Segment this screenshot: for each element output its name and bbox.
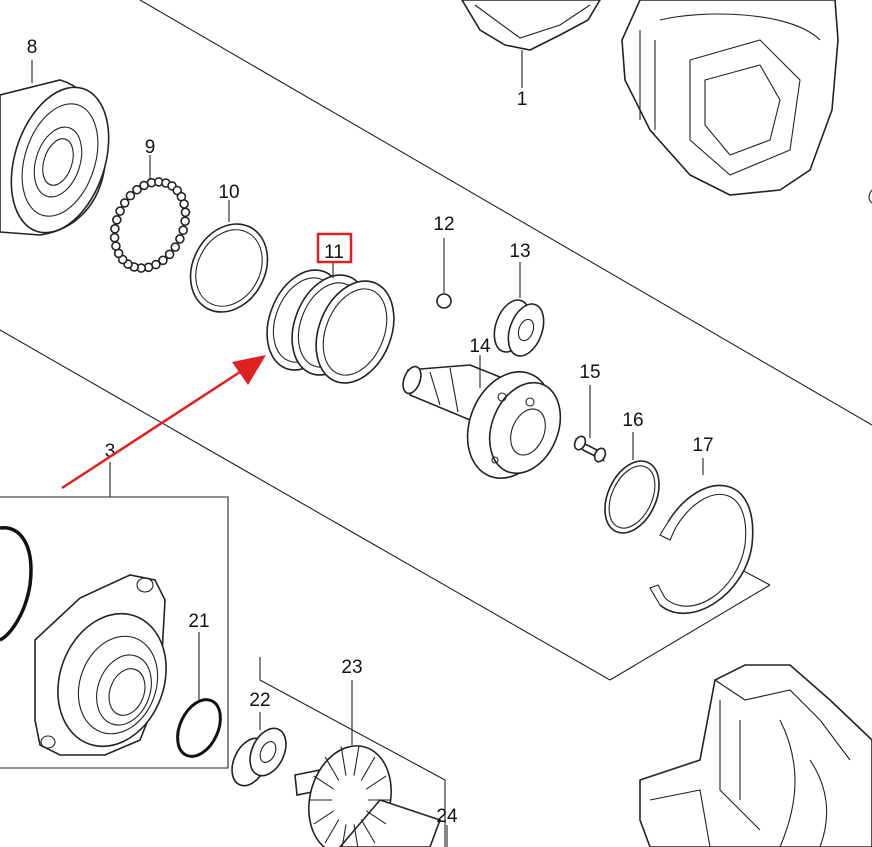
ball [110, 224, 120, 234]
label-1: 1 [517, 89, 528, 110]
label-22: 22 [249, 690, 270, 711]
pointer-arrow [61, 355, 266, 490]
ball [132, 184, 142, 195]
label-8: 8 [27, 37, 38, 58]
label-16: 16 [622, 410, 643, 431]
gear-tooth [313, 775, 335, 790]
gear-tooth [353, 824, 359, 847]
gear-tooth [324, 819, 340, 844]
gear-tooth [340, 746, 347, 776]
label-21: 21 [188, 611, 209, 632]
label-3: 3 [105, 441, 116, 462]
part-14-spindle [402, 355, 562, 479]
assembly-boundary-lines [0, 0, 872, 681]
ball [178, 225, 188, 235]
label-15: 15 [579, 362, 600, 383]
ball [180, 216, 190, 226]
gear-tooth [365, 775, 387, 790]
label-10: 10 [218, 182, 239, 203]
ball [179, 199, 189, 209]
part-1-housing [461, 0, 839, 196]
part-12-ball [436, 238, 452, 309]
label-11: 11 [324, 242, 344, 263]
part-15-pin [573, 385, 607, 463]
gear-tooth [313, 810, 335, 825]
gear-tooth [360, 819, 376, 844]
gear-tooth [341, 824, 347, 847]
part-22-bearing [231, 712, 287, 787]
label-14: 14 [469, 336, 491, 357]
part-13-small-bearing [493, 262, 545, 357]
ball [175, 234, 185, 244]
label-12: 12 [433, 214, 454, 235]
ball [180, 207, 191, 218]
gear-tooth [353, 746, 360, 776]
ball [115, 206, 125, 216]
gear-tooth [365, 810, 387, 825]
part-3-flange [0, 462, 167, 756]
part-9-ball-ring [109, 177, 191, 273]
ball [111, 241, 121, 251]
ball [164, 249, 175, 260]
part-10-washer [189, 200, 269, 313]
label-9: 9 [145, 137, 156, 158]
part-21-o-ring [176, 632, 222, 758]
part-8-bearing [0, 60, 110, 236]
part-16-washer [604, 432, 660, 534]
gear-tooth [360, 756, 376, 781]
part-23-bevel-gear [294, 680, 442, 847]
ball [112, 215, 122, 225]
ball [158, 255, 168, 266]
part-labels: 8 9 10 11 12 13 14 1 3 15 16 17 21 22 23… [27, 37, 714, 827]
label-23: 23 [341, 657, 362, 678]
part-17-retaining-ring [649, 458, 754, 615]
part-11-spring [266, 262, 395, 384]
gear-tooth [324, 756, 340, 781]
ball [125, 190, 136, 201]
edge-fragment [868, 189, 872, 204]
label-24: 24 [436, 806, 458, 827]
ball [119, 198, 130, 208]
ball [109, 232, 120, 243]
highlight-box [316, 232, 353, 264]
label-17: 17 [692, 435, 713, 456]
lower-housing [446, 664, 872, 847]
ball [170, 242, 181, 252]
label-13: 13 [509, 241, 530, 262]
